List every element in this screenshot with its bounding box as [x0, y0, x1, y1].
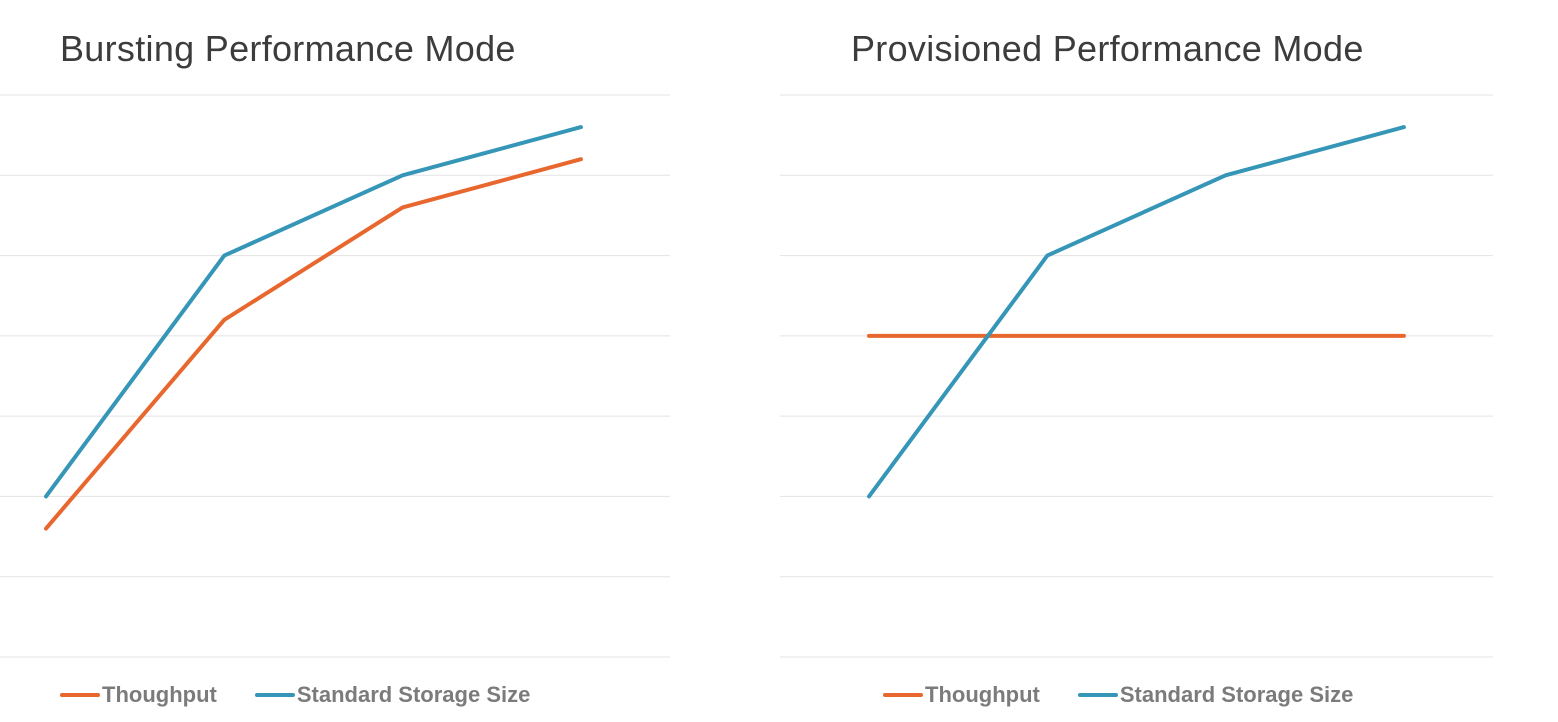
plot-area: [0, 94, 670, 658]
legend-label: Thoughput: [925, 682, 1040, 707]
chart-title: Bursting Performance Mode: [60, 28, 516, 69]
legend-item-storage: Standard Storage Size: [254, 682, 531, 708]
series-line-storage: [44, 125, 583, 499]
legend-swatch-thoughput: [883, 693, 923, 697]
series-line-thoughput: [44, 157, 583, 531]
legend-label: Thoughput: [102, 682, 217, 707]
legend: Thoughput Standard Storage Size: [883, 682, 1353, 708]
legend-swatch-thoughput: [60, 693, 100, 697]
legend-swatch-storage: [1077, 693, 1118, 697]
legend-item-storage: Standard Storage Size: [1077, 682, 1354, 708]
legend: Thoughput Standard Storage Size: [60, 682, 530, 708]
chart-bursting-performance: Bursting Performance Mode Thoughput Stan…: [0, 0, 700, 722]
series-line-storage: [867, 125, 1406, 499]
chart-title: Provisioned Performance Mode: [851, 28, 1364, 69]
legend-label: Standard Storage Size: [296, 682, 531, 707]
legend-item-thoughput: Thoughput: [883, 682, 1040, 708]
legend-item-thoughput: Thoughput: [60, 682, 217, 708]
plot-area: [780, 94, 1493, 658]
legend-swatch-storage: [254, 693, 295, 697]
legend-label: Standard Storage Size: [1119, 682, 1354, 707]
chart-provisioned-performance: Provisioned Performance Mode Thoughput S…: [760, 0, 1520, 722]
